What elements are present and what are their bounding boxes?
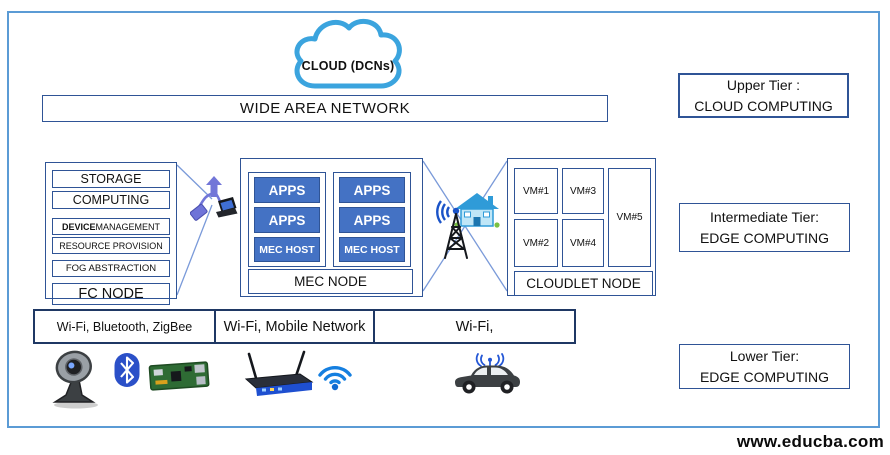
vm-box-5: VM#5 xyxy=(608,168,651,267)
apps-box: APPS xyxy=(339,177,405,204)
fc-node-label: FC NODE xyxy=(52,283,170,305)
diagram-border xyxy=(7,11,880,428)
bluetooth-icon xyxy=(114,353,140,387)
cloud-label: CLOUD (DCNs) xyxy=(301,59,395,73)
house-icon xyxy=(454,193,500,228)
connectivity-cell-mec: Wi-Fi, Mobile Network xyxy=(214,309,375,344)
tier-lower-line2: EDGE COMPUTING xyxy=(699,368,830,385)
tier-intermediate-line1: Intermediate Tier: xyxy=(710,208,819,225)
tier-upper-line1: Upper Tier : xyxy=(726,76,801,93)
vm-box-4: VM#4 xyxy=(562,219,604,267)
cell-tower-icon xyxy=(436,200,468,259)
mec-node-label: MEC NODE xyxy=(248,269,413,294)
raspberry-pi-icon xyxy=(148,361,210,391)
fc-device-rest: MANAGEMENT xyxy=(95,221,161,232)
webcam-icon xyxy=(52,350,98,409)
cloudlet-node-label: CLOUDLET NODE xyxy=(514,271,653,296)
cloud-icon xyxy=(294,18,402,89)
tier-upper-box: Upper Tier : CLOUD COMPUTING xyxy=(678,73,849,118)
mec-host-box: MEC HOST xyxy=(254,237,320,262)
fc-row-device-management: DEVICE MANAGEMENT xyxy=(52,218,170,235)
mec-host-column-1: APPS APPS MEC HOST xyxy=(248,172,326,267)
fc-node-group: STORAGE COMPUTING DEVICE MANAGEMENT RESO… xyxy=(45,162,177,305)
connected-car-icon xyxy=(455,353,520,394)
wifi-icon xyxy=(318,365,352,391)
apps-box: APPS xyxy=(254,207,320,234)
connectivity-cell-fog: Wi-Fi, Bluetooth, ZigBee xyxy=(33,309,216,344)
fc-row-computing: COMPUTING xyxy=(52,191,170,209)
mec-node-group: APPS APPS MEC HOST APPS APPS MEC HOST ME… xyxy=(240,158,423,297)
fc-row-storage: STORAGE xyxy=(52,170,170,188)
connectivity-cell-cloudlet: Wi-Fi, xyxy=(373,309,576,344)
vm-box-1: VM#1 xyxy=(514,168,558,214)
tier-intermediate-box: Intermediate Tier: EDGE COMPUTING xyxy=(679,203,850,252)
watermark-text: www.educba.com xyxy=(736,432,884,451)
apps-box: APPS xyxy=(339,207,405,234)
wan-box: WIDE AREA NETWORK xyxy=(42,95,608,122)
tier-lower-line1: Lower Tier: xyxy=(729,347,800,364)
iot-gateway-icon xyxy=(190,176,238,221)
apps-box: APPS xyxy=(254,177,320,204)
mec-host-column-2: APPS APPS MEC HOST xyxy=(333,172,411,267)
tier-intermediate-line2: EDGE COMPUTING xyxy=(699,229,830,246)
tier-lower-box: Lower Tier: EDGE COMPUTING xyxy=(679,344,850,389)
tier-upper-line2: CLOUD COMPUTING xyxy=(694,97,833,114)
connectivity-bar: Wi-Fi, Bluetooth, ZigBee Wi-Fi, Mobile N… xyxy=(33,309,578,344)
cloud-shape: CLOUD (DCNs) xyxy=(287,12,409,98)
vm-box-2: VM#2 xyxy=(514,219,558,267)
fc-row-fog-abstraction: FOG ABSTRACTION xyxy=(52,260,170,277)
cloudlet-node-group: VM#1 VM#3 VM#5 VM#2 VM#4 CLOUDLET NODE xyxy=(507,158,656,296)
mec-host-box: MEC HOST xyxy=(339,237,405,262)
router-icon xyxy=(244,350,314,396)
fc-row-resource-provision: RESOURCE PROVISION xyxy=(52,237,170,254)
vm-box-3: VM#3 xyxy=(562,168,604,214)
fc-device-bold: DEVICE xyxy=(61,221,96,232)
